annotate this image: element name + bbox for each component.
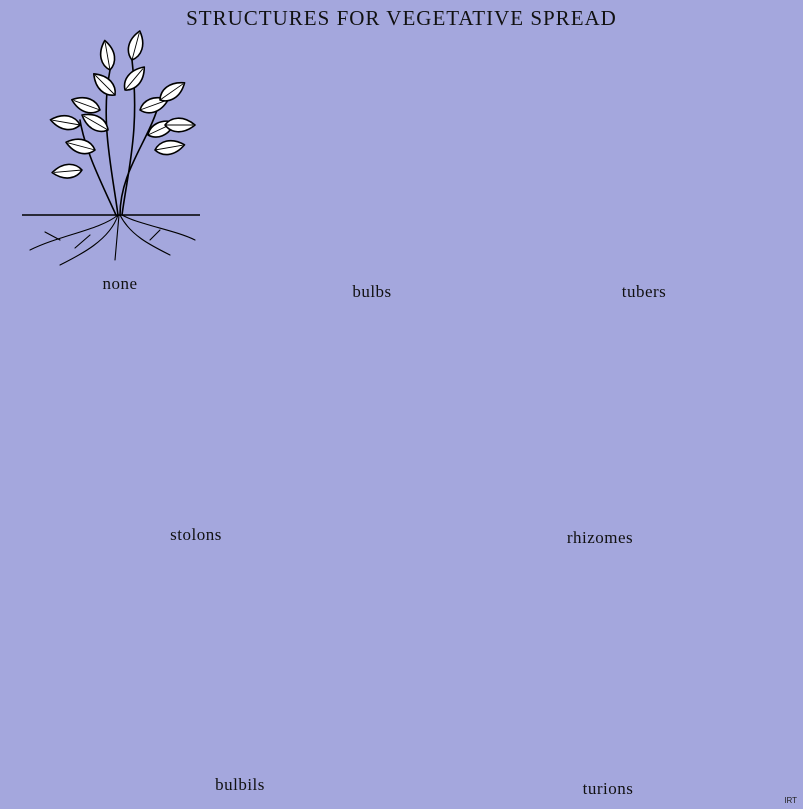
label-rhizomes: rhizomes <box>566 528 634 547</box>
label-none: none <box>102 274 138 293</box>
plant-none <box>22 28 200 266</box>
credit-mark: IRT <box>784 796 797 805</box>
label-stolons: stolons <box>170 525 222 544</box>
label-bulbils: bulbils <box>215 775 265 794</box>
diagram-title: STRUCTURES FOR VEGETATIVE SPREAD <box>186 6 617 30</box>
label-bulbs: bulbs <box>352 282 392 301</box>
label-turions: turions <box>582 779 634 798</box>
label-tubers: tubers <box>621 282 667 301</box>
